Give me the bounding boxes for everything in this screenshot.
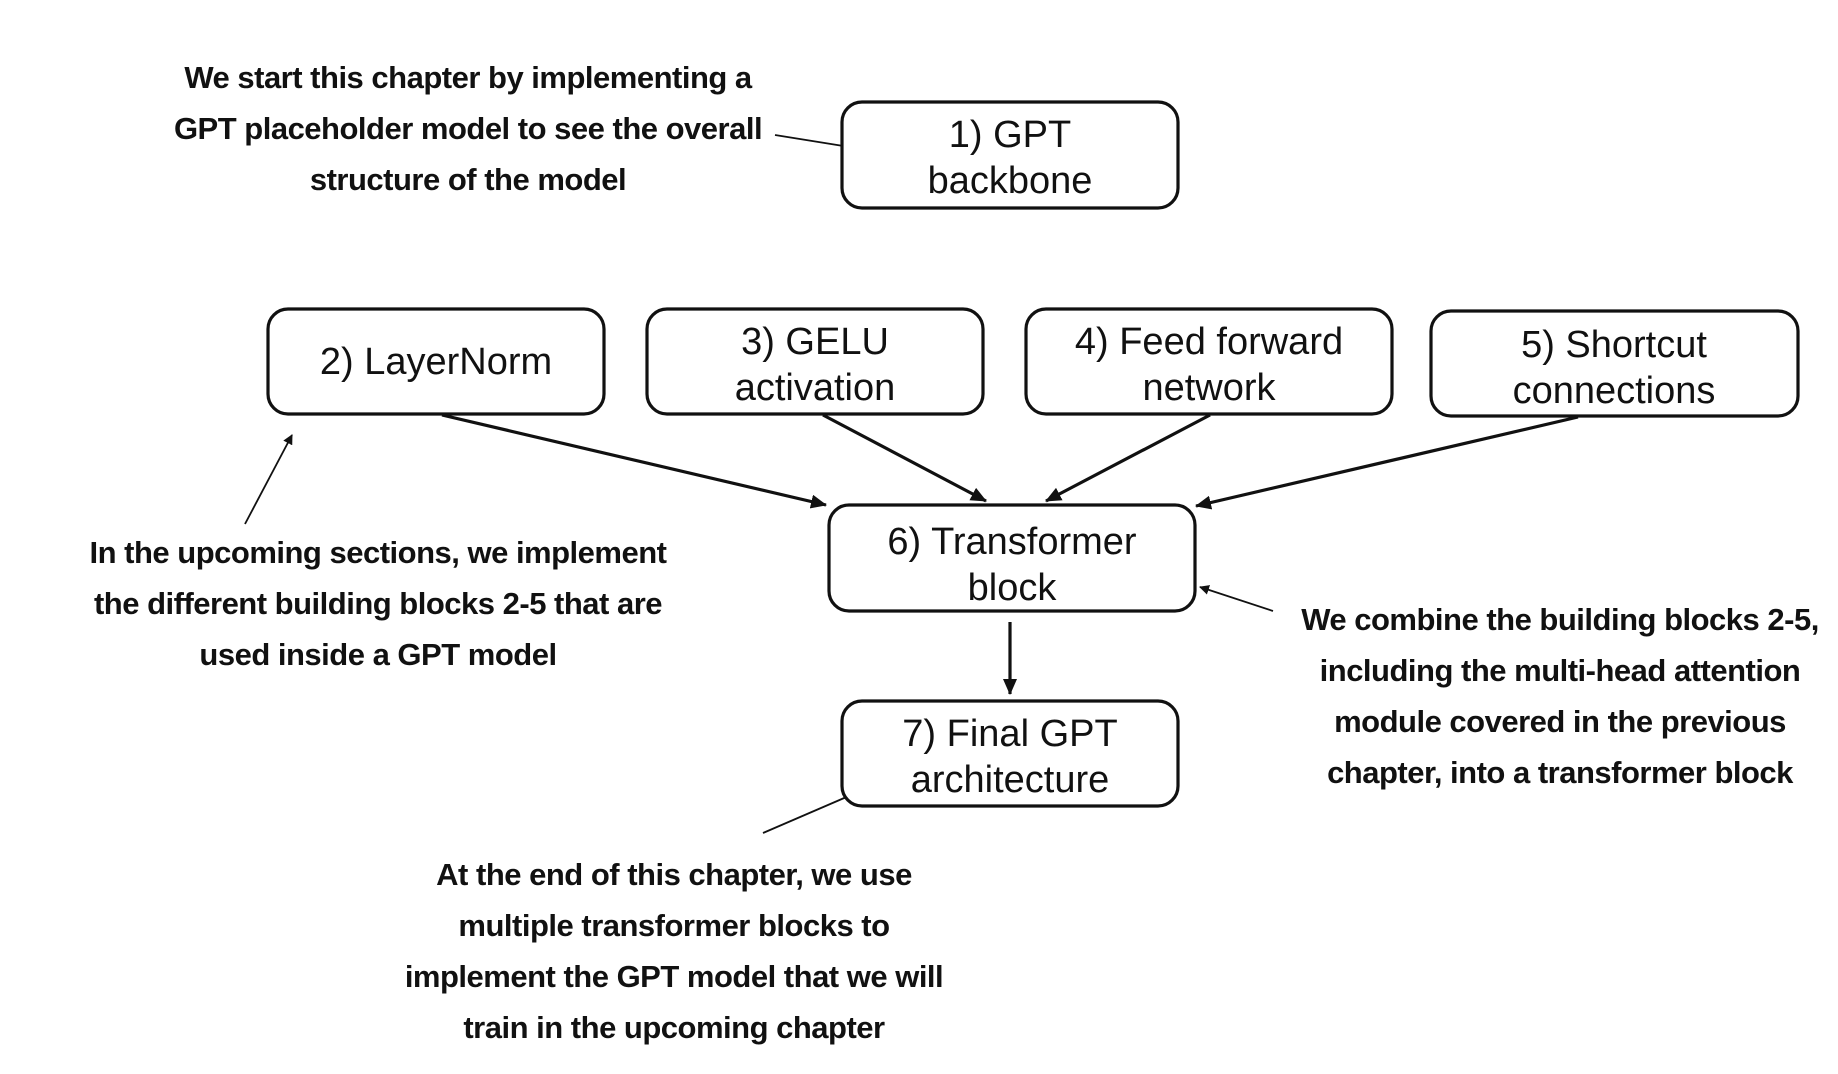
annotation-final-model: At the end of this chapter, we use multi… [405,857,944,1045]
annotation-2-line-3: used inside a GPT model [199,637,556,672]
annotation-1-line-1: We start this chapter by implementing a [184,60,753,95]
node-gpt-backbone: 1) GPT backbone [840,100,1180,210]
annotation-4-line-2: multiple transformer blocks to [458,908,889,943]
annotation-building-blocks: In the upcoming sections, we implement t… [90,535,668,672]
node-layernorm: 2) LayerNorm [266,307,606,416]
annotation-1-line-3: structure of the model [310,162,626,197]
node-gpt-backbone-line-2: backbone [928,160,1093,202]
node-transformer-line-1: 6) Transformer [887,521,1137,563]
node-shortcut-line-1: 5) Shortcut [1521,324,1707,366]
annotation-1-line-2: GPT placeholder model to see the overall [174,111,762,146]
node-gelu-activation: 3) GELU activation [645,307,985,416]
node-gpt-backbone-line-1: 1) GPT [949,114,1071,156]
node-transformer-block: 6) Transformer block [827,503,1197,613]
node-layernorm-line-1: 2) LayerNorm [320,341,552,383]
annotation-4-line-1: At the end of this chapter, we use [436,857,912,892]
node-final-gpt-architecture: 7) Final GPT architecture [840,699,1180,808]
node-final-gpt-line-1: 7) Final GPT [902,713,1117,755]
annotation-4-line-4: train in the upcoming chapter [463,1010,885,1045]
annotation-gpt-placeholder: We start this chapter by implementing a … [174,60,763,197]
node-final-gpt-line-2: architecture [911,759,1110,801]
node-feed-forward-network: 4) Feed forward network [1024,307,1394,416]
annotation-3-line-1: We combine the building blocks 2-5, [1301,602,1819,637]
annotation-3-line-2: including the multi-head attention [1320,653,1801,688]
node-feed-forward-line-1: 4) Feed forward [1075,321,1343,363]
node-gelu-activation-line-2: activation [735,367,896,409]
annotation-3-line-4: chapter, into a transformer block [1327,755,1794,790]
node-transformer-line-2: block [968,567,1058,609]
pointer-a2 [244,434,293,525]
edge-shortcut-to-transformer [1195,415,1579,510]
node-feed-forward-line-2: network [1142,367,1276,409]
node-shortcut-connections: 5) Shortcut connections [1429,309,1800,418]
diagram-edges [441,413,1579,695]
annotation-combine-blocks: We combine the building blocks 2-5, incl… [1301,602,1819,790]
edge-feedforward-to-transformer [1045,413,1211,503]
annotation-2-line-2: the different building blocks 2-5 that a… [94,586,662,621]
annotation-3-line-3: module covered in the previous [1334,704,1786,739]
edge-layernorm-to-transformer [441,413,827,509]
edge-gelu-to-transformer [822,413,987,503]
node-shortcut-line-2: connections [1513,370,1716,412]
annotation-2-line-1: In the upcoming sections, we implement [90,535,667,570]
annotation-4-line-3: implement the GPT model that we will [405,959,943,994]
node-gelu-activation-line-1: 3) GELU [741,321,889,363]
pointer-a3 [1199,585,1274,612]
